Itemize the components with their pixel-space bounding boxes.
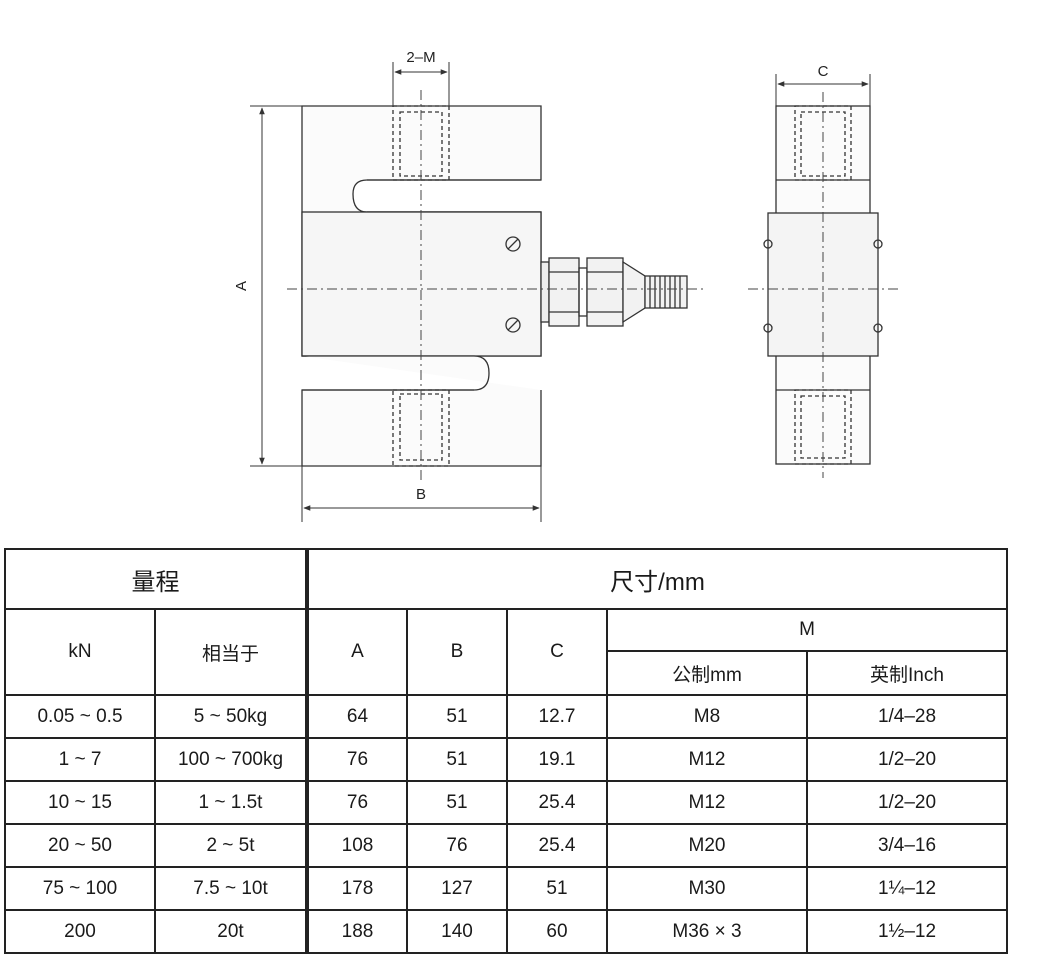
table-row: 1 ~ 7 100 ~ 700kg 76 51 19.1 M12 1/2–20 [4, 737, 1008, 782]
cell-b: 51 [406, 780, 508, 825]
m-header: M [606, 608, 1008, 652]
kn-header: kN [4, 608, 156, 696]
cell-kn: 1 ~ 7 [4, 737, 156, 782]
cell-a: 76 [305, 737, 408, 782]
table-row: 0.05 ~ 0.5 5 ~ 50kg 64 51 12.7 M8 1/4–28 [4, 694, 1008, 739]
a-header: A [305, 608, 408, 696]
cell-kn: 20 ~ 50 [4, 823, 156, 868]
cell-inch: 3/4–16 [806, 823, 1008, 868]
cell-equiv: 2 ~ 5t [154, 823, 308, 868]
imperial-header: 英制Inch [806, 650, 1008, 696]
cell-c: 60 [506, 909, 608, 954]
cell-b: 76 [406, 823, 508, 868]
cell-equiv: 7.5 ~ 10t [154, 866, 308, 911]
cell-b: 51 [406, 694, 508, 739]
cell-kn: 75 ~ 100 [4, 866, 156, 911]
dimension-m [392, 62, 450, 106]
cell-metric: M20 [606, 823, 808, 868]
cell-c: 19.1 [506, 737, 608, 782]
cell-b: 51 [406, 737, 508, 782]
dimension-b [301, 466, 542, 522]
cell-kn: 10 ~ 15 [4, 780, 156, 825]
cell-inch: 1/4–28 [806, 694, 1008, 739]
cell-kn: 200 [4, 909, 156, 954]
cell-metric: M12 [606, 737, 808, 782]
dimension-c [775, 74, 871, 106]
cell-equiv: 20t [154, 909, 308, 954]
cell-equiv: 100 ~ 700kg [154, 737, 308, 782]
cell-metric: M36 × 3 [606, 909, 808, 954]
cell-a: 64 [305, 694, 408, 739]
cell-c: 25.4 [506, 823, 608, 868]
dimension-m-label: 2–M [406, 49, 435, 66]
cell-inch: 1/2–20 [806, 780, 1008, 825]
size-header: 尺寸/mm [305, 548, 1008, 610]
spec-table: 量程 尺寸/mm kN 相当于 A B C M 公制mm 英制Inch 0.05… [4, 548, 1008, 954]
cell-kn: 0.05 ~ 0.5 [4, 694, 156, 739]
cell-equiv: 5 ~ 50kg [154, 694, 308, 739]
table-row: 10 ~ 15 1 ~ 1.5t 76 51 25.4 M12 1/2–20 [4, 780, 1008, 825]
cell-inch: 1½–12 [806, 909, 1008, 954]
load-cell-drawing: A B 2–M C [233, 49, 898, 522]
cell-inch: 1/2–20 [806, 737, 1008, 782]
dimension-b-label: B [416, 486, 426, 503]
screw-bottom [505, 317, 521, 333]
cell-metric: M30 [606, 866, 808, 911]
table-row: 200 20t 188 140 60 M36 × 3 1½–12 [4, 909, 1008, 954]
cell-c: 51 [506, 866, 608, 911]
front-view [301, 105, 688, 467]
equivalent-header: 相当于 [154, 608, 308, 696]
cell-c: 25.4 [506, 780, 608, 825]
b-header: B [406, 608, 508, 696]
table-row: 75 ~ 100 7.5 ~ 10t 178 127 51 M30 1¼–12 [4, 866, 1008, 911]
cell-metric: M8 [606, 694, 808, 739]
cell-metric: M12 [606, 780, 808, 825]
cell-equiv: 1 ~ 1.5t [154, 780, 308, 825]
cell-a: 76 [305, 780, 408, 825]
cell-inch: 1¼–12 [806, 866, 1008, 911]
dimension-a [250, 105, 302, 467]
cell-c: 12.7 [506, 694, 608, 739]
cell-a: 178 [305, 866, 408, 911]
metric-header: 公制mm [606, 650, 808, 696]
cell-b: 140 [406, 909, 508, 954]
c-header: C [506, 608, 608, 696]
screw-top [505, 236, 521, 252]
dimension-a-label: A [233, 281, 250, 291]
range-header: 量程 [4, 548, 308, 610]
dimension-c-label: C [818, 63, 829, 80]
cell-b: 127 [406, 866, 508, 911]
cell-a: 188 [305, 909, 408, 954]
table-row: 20 ~ 50 2 ~ 5t 108 76 25.4 M20 3/4–16 [4, 823, 1008, 868]
cable-connector [540, 257, 688, 327]
cell-a: 108 [305, 823, 408, 868]
